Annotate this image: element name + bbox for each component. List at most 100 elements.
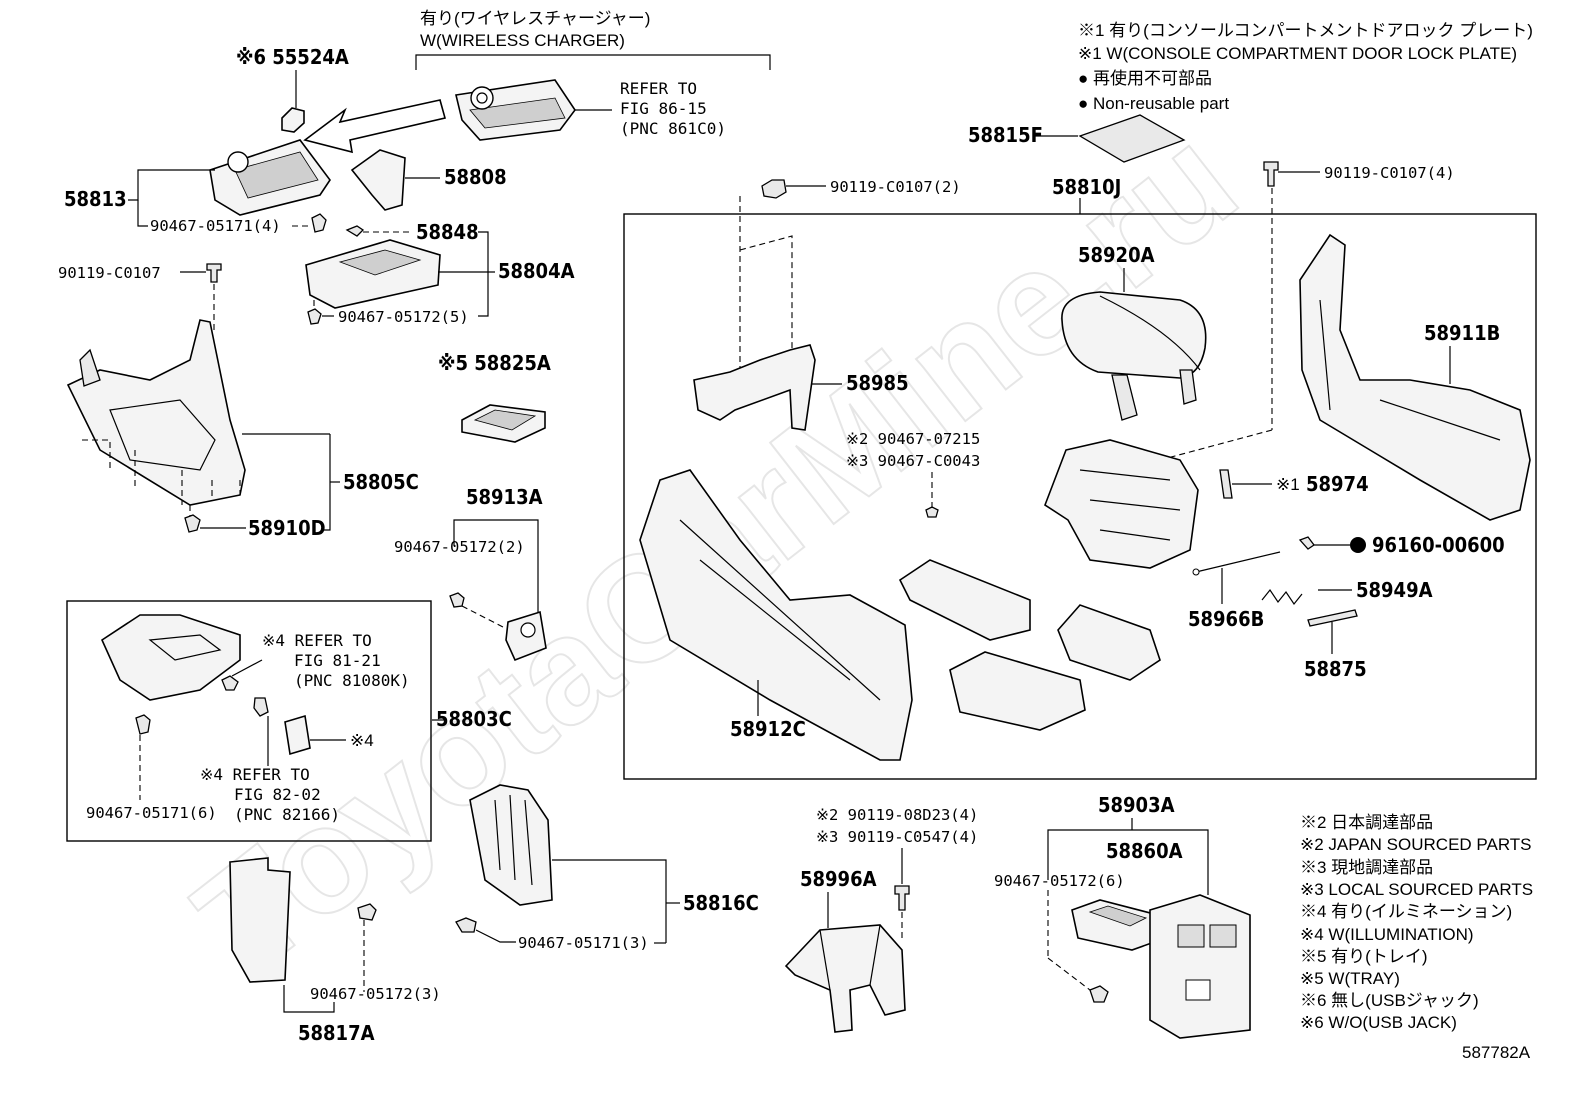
- illumination-lamp: [284, 714, 311, 756]
- mark-58974: ※1: [1276, 475, 1300, 494]
- legend-bottom-3: ※3 現地調達部品: [1300, 858, 1433, 877]
- bracket-58985: [693, 344, 816, 431]
- lamp-socket: [221, 675, 239, 691]
- bolt-90119-C0107-2: [761, 179, 787, 199]
- legend-bottom-4: ※3 LOCAL SOURCED PARTS: [1300, 880, 1533, 899]
- ref-fig81-line2: FIG 81-21: [294, 651, 381, 670]
- screw-90467-05171-6: 90467-05171(6): [86, 804, 217, 822]
- part-58815F: 58815F: [968, 123, 1043, 147]
- part-58966B: 58966B: [1188, 607, 1264, 631]
- legend-top-4: ● Non-reusable part: [1078, 94, 1229, 113]
- ref-fig86-line3: (PNC 861C0): [620, 119, 726, 138]
- group-box-58803C: [66, 600, 432, 842]
- pin-96160: [1298, 536, 1315, 550]
- ref-fig82-line1: ※4 REFER TO: [200, 765, 310, 784]
- part-58804A: 58804A: [498, 259, 575, 283]
- legend-bottom-7: ※5 有り(トレイ): [1300, 947, 1428, 966]
- part-58817A: 58817A: [298, 1021, 375, 1045]
- wireless-note-en: W(WIRELESS CHARGER): [420, 31, 625, 50]
- duct-right: [1057, 604, 1161, 681]
- pin-58875: [1307, 609, 1358, 627]
- screw-90119-C0107: 90119-C0107: [58, 264, 161, 282]
- legend-bottom-1: ※2 日本調達部品: [1300, 813, 1433, 832]
- part-58949A: 58949A: [1356, 578, 1433, 602]
- clip-90467-05171-6: [135, 714, 151, 735]
- side-panel-58912C: [639, 469, 913, 761]
- clip-58848: [345, 225, 365, 237]
- ref-fig82-line3: (PNC 82166): [234, 805, 340, 824]
- bolt-90119-08D23: [894, 885, 910, 911]
- part-58816C: 58816C: [683, 891, 759, 915]
- clip-90467-05172-6: [1089, 985, 1109, 1003]
- part-58810J: 58810J: [1052, 175, 1121, 199]
- ref-fig86-line2: FIG 86-15: [620, 99, 707, 118]
- part-58803C: 58803C: [436, 707, 512, 731]
- plate-58974: [1219, 469, 1233, 499]
- clip-58910D: [184, 514, 201, 533]
- part-58903A: 58903A: [1098, 793, 1175, 817]
- legend-top-1: ※1 有り(コンソールコンパートメントドアロック プレート): [1078, 21, 1533, 40]
- legend-bottom-10: ※6 W/O(USB JACK): [1300, 1013, 1457, 1032]
- usb-cap-55524A: [281, 107, 305, 133]
- lamp-wire: [253, 697, 269, 717]
- direction-arrow: [303, 99, 446, 154]
- ref-fig82-line2: FIG 82-02: [234, 785, 321, 804]
- part-58813: 58813: [64, 187, 127, 211]
- part-55524A: ※6 55524A: [236, 45, 349, 69]
- screw-90119-08D23: ※2 90119-08D23(4): [816, 806, 978, 824]
- part-58848: 58848: [416, 220, 479, 244]
- part-58912C: 58912C: [730, 717, 806, 741]
- side-cover-58817A: [229, 857, 291, 983]
- legend-bottom-8: ※5 W(TRAY): [1300, 969, 1400, 988]
- screw-90467-07215: ※2 90467-07215: [846, 430, 980, 448]
- screw-90119-C0547: ※3 90119-C0547(4): [816, 828, 978, 846]
- part-96160-00600: 96160-00600: [1372, 533, 1505, 557]
- clip-90467-07215: [925, 506, 939, 518]
- part-58913A: 58913A: [466, 485, 543, 509]
- clip-58804A: [307, 308, 322, 325]
- screw-90119-C0107-2: 90119-C0107(2): [830, 178, 961, 196]
- rear-panel-58903A: [1149, 894, 1251, 1039]
- bolt-90119-C0107-4: [1263, 161, 1279, 187]
- screw-90467-05172-6: 90467-05172(6): [994, 872, 1125, 890]
- screw-90467-05172-5: 90467-05172(5): [338, 308, 469, 326]
- screw-90119-C0107-4: 90119-C0107(4): [1324, 164, 1455, 182]
- legend-bottom-5: ※4 有り(イルミネーション): [1300, 902, 1512, 921]
- part-58920A: 58920A: [1078, 243, 1155, 267]
- part-58996A: 58996A: [800, 867, 877, 891]
- pad-58815F: [1078, 114, 1186, 163]
- legend-top-2: ※1 W(CONSOLE COMPARTMENT DOOR LOCK PLATE…: [1078, 44, 1517, 63]
- clip-90467-05172-3: [357, 903, 377, 921]
- wireless-note-jp: 有り(ワイヤレスチャージャー): [420, 9, 650, 28]
- bracket-58996A: [784, 924, 906, 1033]
- screw-90467-C0043: ※3 90467-C0043: [846, 452, 980, 470]
- screw-90467-05172-3: 90467-05172(3): [310, 985, 441, 1003]
- rear-vent-58860A: [1071, 899, 1161, 951]
- part-58974: 58974: [1306, 472, 1369, 496]
- legend-bottom-2: ※2 JAPAN SOURCED PARTS: [1300, 835, 1532, 854]
- part-58825A: ※5 58825A: [438, 351, 551, 375]
- console-panel-58805C: [66, 319, 246, 506]
- ref-fig81-line3: (PNC 81080K): [294, 671, 410, 690]
- clip-58913A: [449, 592, 465, 608]
- clip-58816C: [455, 917, 477, 933]
- part-58808: 58808: [444, 165, 507, 189]
- screw-90467-05171-3: 90467-05171(3): [518, 934, 649, 952]
- screw-90467-05172-2: 90467-05172(2): [394, 538, 525, 556]
- legend-bottom-6: ※4 W(ILLUMINATION): [1300, 925, 1474, 944]
- illumination-mark: ※4: [350, 731, 374, 750]
- side-panel-58911B: [1299, 233, 1531, 521]
- clip-90467-05171: [311, 213, 327, 233]
- part-58875: 58875: [1304, 657, 1367, 681]
- wireless-bracket: [415, 54, 771, 70]
- bolt-90119-C0107: [206, 263, 222, 283]
- ref-fig86-line1: REFER TO: [620, 79, 697, 98]
- legend-bottom-9: ※6 無し(USBジャック): [1300, 991, 1479, 1010]
- armrest-58920A: [1061, 291, 1207, 379]
- figure-id: 587782A: [1462, 1043, 1531, 1062]
- duct-lower: [949, 651, 1086, 731]
- screw-90467-05171-4: 90467-05171(4): [150, 217, 281, 235]
- group-box-58810J: [623, 213, 1537, 780]
- part-58860A: 58860A: [1106, 839, 1183, 863]
